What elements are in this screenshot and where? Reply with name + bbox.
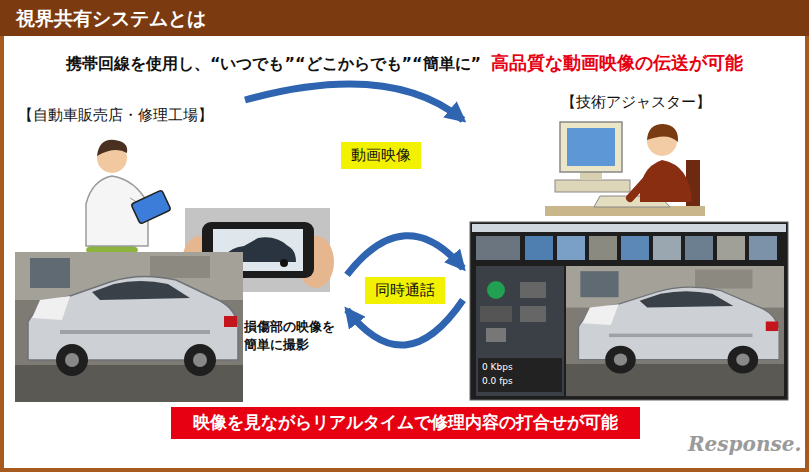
- shop-person: [97, 140, 127, 156]
- software-screenshot: [470, 222, 788, 400]
- software-screenshot: [480, 306, 512, 322]
- adjuster-at-computer: [560, 122, 622, 172]
- software-screenshot: [520, 282, 546, 298]
- software-screenshot: [487, 281, 505, 299]
- photo-note: 損傷部の映像を 簡単に撮影: [244, 318, 340, 354]
- flow-arrow-line: [245, 84, 463, 120]
- subtitle-text: 携帯回線を使用し、“いつでも”“どこからでも”“簡単に”: [66, 53, 481, 75]
- subtitle-highlight: 高品質な動画映像の伝送が可能: [491, 50, 743, 75]
- flow-arrow-line: [347, 300, 463, 345]
- adjuster-at-computer: [555, 180, 630, 192]
- software-screenshot: [589, 236, 617, 260]
- watermark: Response.: [688, 430, 801, 458]
- software-screenshot: [476, 266, 564, 396]
- software-screenshot: [557, 236, 585, 260]
- software-screenshot: [472, 224, 786, 232]
- software-screenshot: [478, 358, 562, 392]
- software-screenshot: [653, 236, 681, 260]
- adjuster-at-computer: [647, 124, 678, 142]
- framerate-value: 0.0 fps: [482, 375, 513, 388]
- region-box: 【技術アジャスター】: [463, 90, 798, 402]
- adjuster-at-computer: [545, 122, 705, 216]
- software-screenshot: [520, 306, 546, 322]
- flow-arrow: [245, 84, 463, 120]
- region-box: 【自動車販売店・修理工場】: [12, 100, 347, 402]
- flow-arrow-line: [347, 236, 463, 275]
- region-heading: 【技術アジャスター】: [561, 92, 711, 113]
- software-screenshot: [621, 236, 649, 260]
- software-screenshot: [470, 222, 788, 400]
- shop-person: [86, 140, 171, 257]
- software-screenshot: [476, 236, 520, 260]
- arrow-label: 同時通話: [365, 277, 445, 304]
- region-heading: 【自動車販売店・修理工場】: [18, 105, 213, 126]
- bitrate-value: 0 Kbps: [482, 361, 513, 374]
- banner-box: 映像を見ながらリアルタイムで修理内容の打合せが可能: [171, 407, 640, 439]
- software-screenshot: [525, 236, 553, 260]
- shop-person: [131, 190, 171, 224]
- adjuster-at-computer: [630, 176, 650, 198]
- adjuster-at-computer: [567, 128, 615, 166]
- software-screenshot: [486, 328, 506, 342]
- software-screenshot: [566, 266, 784, 396]
- title-text: 視界共有システムとは: [16, 6, 206, 30]
- header-bar: [0, 0, 809, 36]
- flow-arrow: [347, 236, 463, 345]
- subtitle-row: 携帯回線を使用し、“いつでも”“どこからでも”“簡単に” 高品質な動画映像の伝送が…: [0, 50, 809, 75]
- car-photo: [15, 252, 243, 402]
- arrow-label: 動画映像: [341, 142, 421, 169]
- phone-photo: [280, 259, 288, 267]
- banner-text: 映像を見ながらリアルタイムで修理内容の打合せが可能: [193, 411, 618, 435]
- software-screenshot: [717, 236, 745, 260]
- software-screenshot: [685, 236, 713, 260]
- software-screenshot: [749, 236, 777, 260]
